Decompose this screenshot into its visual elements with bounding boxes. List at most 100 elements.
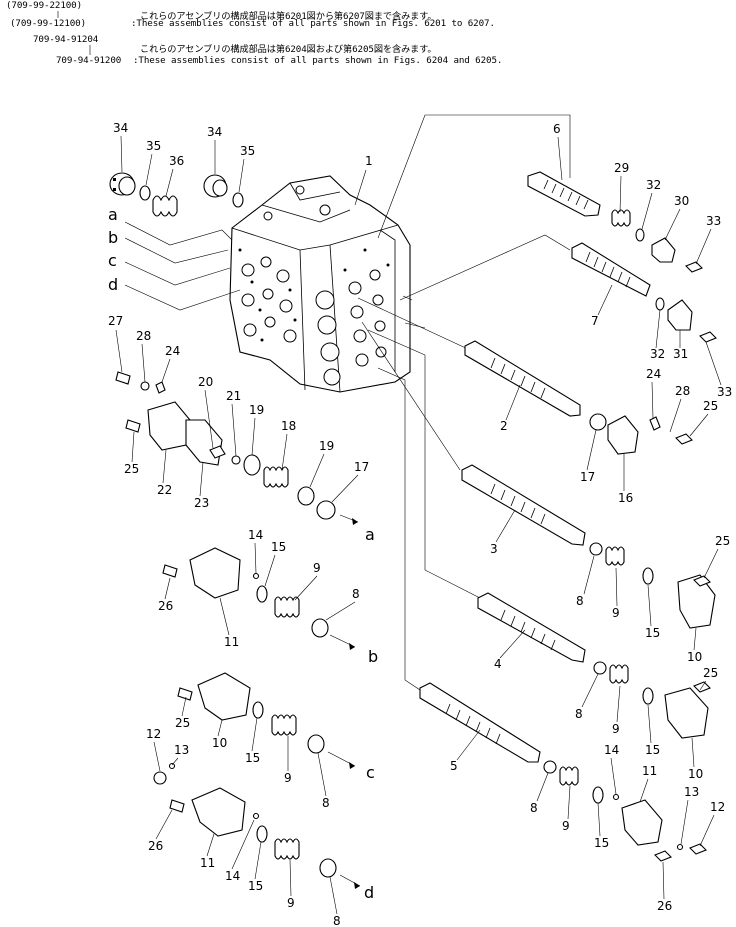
note-jp-2: これらのアセンブリの構成部品は第6204図および第6205図を含みます。 bbox=[140, 44, 437, 55]
callout-9b: 9 bbox=[612, 606, 620, 620]
callout-10c: 10 bbox=[212, 736, 227, 750]
spool-3 bbox=[461, 464, 716, 629]
callout-35b: 35 bbox=[240, 144, 255, 158]
callout-34b: 34 bbox=[207, 125, 222, 139]
part-number-3: 709-94-91204 bbox=[33, 34, 99, 45]
callout-8e: 8 bbox=[530, 801, 538, 815]
callout-8: 8 bbox=[352, 587, 360, 601]
callout-8b: 8 bbox=[576, 594, 584, 608]
spool-2 bbox=[464, 340, 693, 455]
callout-25c: 25 bbox=[715, 534, 730, 548]
outlet-letter-b: b bbox=[368, 647, 378, 666]
callout-27: 27 bbox=[108, 314, 123, 328]
callout-18: 18 bbox=[281, 419, 296, 433]
callout-12: 12 bbox=[146, 727, 161, 741]
callout-26c: 26 bbox=[148, 839, 163, 853]
callout-29: 29 bbox=[614, 161, 629, 175]
callout-15d: 15 bbox=[245, 751, 260, 765]
callout-14c: 14 bbox=[225, 869, 240, 883]
port-letter-a: a bbox=[108, 205, 118, 224]
callout-15e: 15 bbox=[594, 836, 609, 850]
callout-35: 35 bbox=[146, 139, 161, 153]
callout-17: 17 bbox=[354, 460, 369, 474]
spool-6 bbox=[527, 171, 703, 273]
callout-25b: 25 bbox=[703, 399, 718, 413]
callout-8c: 8 bbox=[575, 707, 583, 721]
callout-12b: 12 bbox=[710, 800, 725, 814]
callout-14b: 14 bbox=[604, 743, 619, 757]
callout-8d: 8 bbox=[322, 796, 330, 810]
spool-7 bbox=[571, 242, 717, 343]
callout-10: 10 bbox=[687, 650, 702, 664]
callout-25: 25 bbox=[124, 462, 139, 476]
callout-15f: 15 bbox=[248, 879, 263, 893]
spool-5 bbox=[419, 682, 707, 862]
callout-13: 13 bbox=[174, 743, 189, 757]
callout-13b: 13 bbox=[684, 785, 699, 799]
callout-9f: 9 bbox=[287, 896, 295, 910]
callout-11: 11 bbox=[224, 635, 239, 649]
callout-22: 22 bbox=[157, 483, 172, 497]
left-lower-parts bbox=[153, 547, 361, 889]
callout-34: 34 bbox=[113, 121, 128, 135]
callout-9: 9 bbox=[313, 561, 321, 575]
callout-19: 19 bbox=[249, 403, 264, 417]
outlet-letter-c: c bbox=[366, 763, 375, 782]
callout-17b: 17 bbox=[580, 470, 595, 484]
header-bracket-lines bbox=[57, 11, 91, 55]
callout-33b: 33 bbox=[717, 385, 732, 399]
callout-11b: 11 bbox=[642, 764, 657, 778]
callout-36: 36 bbox=[169, 154, 184, 168]
leader-lines bbox=[124, 114, 571, 691]
callout-20: 20 bbox=[198, 375, 213, 389]
callout-8f: 8 bbox=[333, 914, 341, 927]
callout-33: 33 bbox=[706, 214, 721, 228]
callout-3: 3 bbox=[490, 542, 498, 556]
callout-21: 21 bbox=[226, 389, 241, 403]
callout-2: 2 bbox=[500, 419, 508, 433]
header-notes: (709-99-22100) これらのアセンブリの構成部品は第6201図から第6… bbox=[0, 0, 736, 70]
callout-4: 4 bbox=[494, 657, 502, 671]
callout-24b: 24 bbox=[646, 367, 661, 381]
callout-5: 5 bbox=[450, 759, 458, 773]
callout-28: 28 bbox=[136, 329, 151, 343]
callout-26b: 26 bbox=[657, 899, 672, 913]
callout-24: 24 bbox=[165, 344, 180, 358]
callout-26: 26 bbox=[158, 599, 173, 613]
note-en-2: :These assemblies consist of all parts s… bbox=[133, 55, 503, 66]
callout-7: 7 bbox=[591, 314, 599, 328]
callouts: 34 35 36 34 35 1 6 29 32 30 33 7 32 31 3… bbox=[108, 121, 732, 927]
port-letter-b: b bbox=[108, 228, 118, 247]
callout-1: 1 bbox=[365, 154, 373, 168]
note-jp-1: これらのアセンブリの構成部品は第6201図から第6207図まで含みます。 bbox=[140, 11, 437, 22]
left-side-parts bbox=[115, 371, 359, 525]
callout-10b: 10 bbox=[688, 767, 703, 781]
callout-15: 15 bbox=[271, 540, 286, 554]
callout-31: 31 bbox=[673, 347, 688, 361]
callout-9d: 9 bbox=[284, 771, 292, 785]
callout-15c: 15 bbox=[645, 743, 660, 757]
note-en-1: :These assemblies consist of all parts s… bbox=[131, 18, 495, 29]
callout-25e: 25 bbox=[175, 716, 190, 730]
callout-25d: 25 bbox=[703, 666, 718, 680]
top-left-parts bbox=[109, 172, 244, 217]
callout-32: 32 bbox=[646, 178, 661, 192]
callout-19b: 19 bbox=[319, 439, 334, 453]
outlet-letter-d: d bbox=[364, 883, 374, 902]
spool-4 bbox=[477, 592, 711, 739]
callout-28b: 28 bbox=[675, 384, 690, 398]
callout-9c: 9 bbox=[612, 722, 620, 736]
outlet-letter-a: a bbox=[365, 525, 375, 544]
callout-16: 16 bbox=[618, 491, 633, 505]
port-letter-d: d bbox=[108, 275, 118, 294]
part-number-2: (709-99-12100) bbox=[10, 18, 87, 29]
part-number-1: (709-99-22100) bbox=[6, 0, 83, 11]
callout-30: 30 bbox=[674, 194, 689, 208]
callout-6: 6 bbox=[553, 122, 561, 136]
callout-23: 23 bbox=[194, 496, 209, 510]
callout-15b: 15 bbox=[645, 626, 660, 640]
callout-32b: 32 bbox=[650, 347, 665, 361]
callout-9e: 9 bbox=[562, 819, 570, 833]
valve-body bbox=[229, 175, 411, 393]
